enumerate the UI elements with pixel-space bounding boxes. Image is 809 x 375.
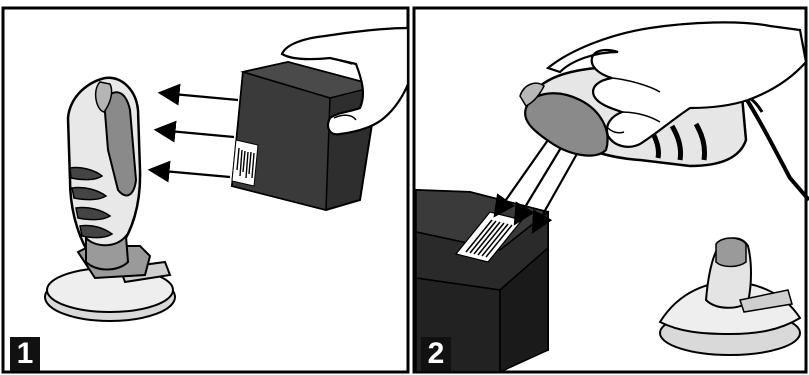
package-icon: [232, 62, 378, 210]
panel-1: [3, 8, 408, 372]
step-number-2: 2: [421, 337, 451, 371]
panel-2: [414, 8, 809, 372]
step-number-1: 1: [10, 337, 40, 371]
barcode-icon: [232, 140, 258, 186]
